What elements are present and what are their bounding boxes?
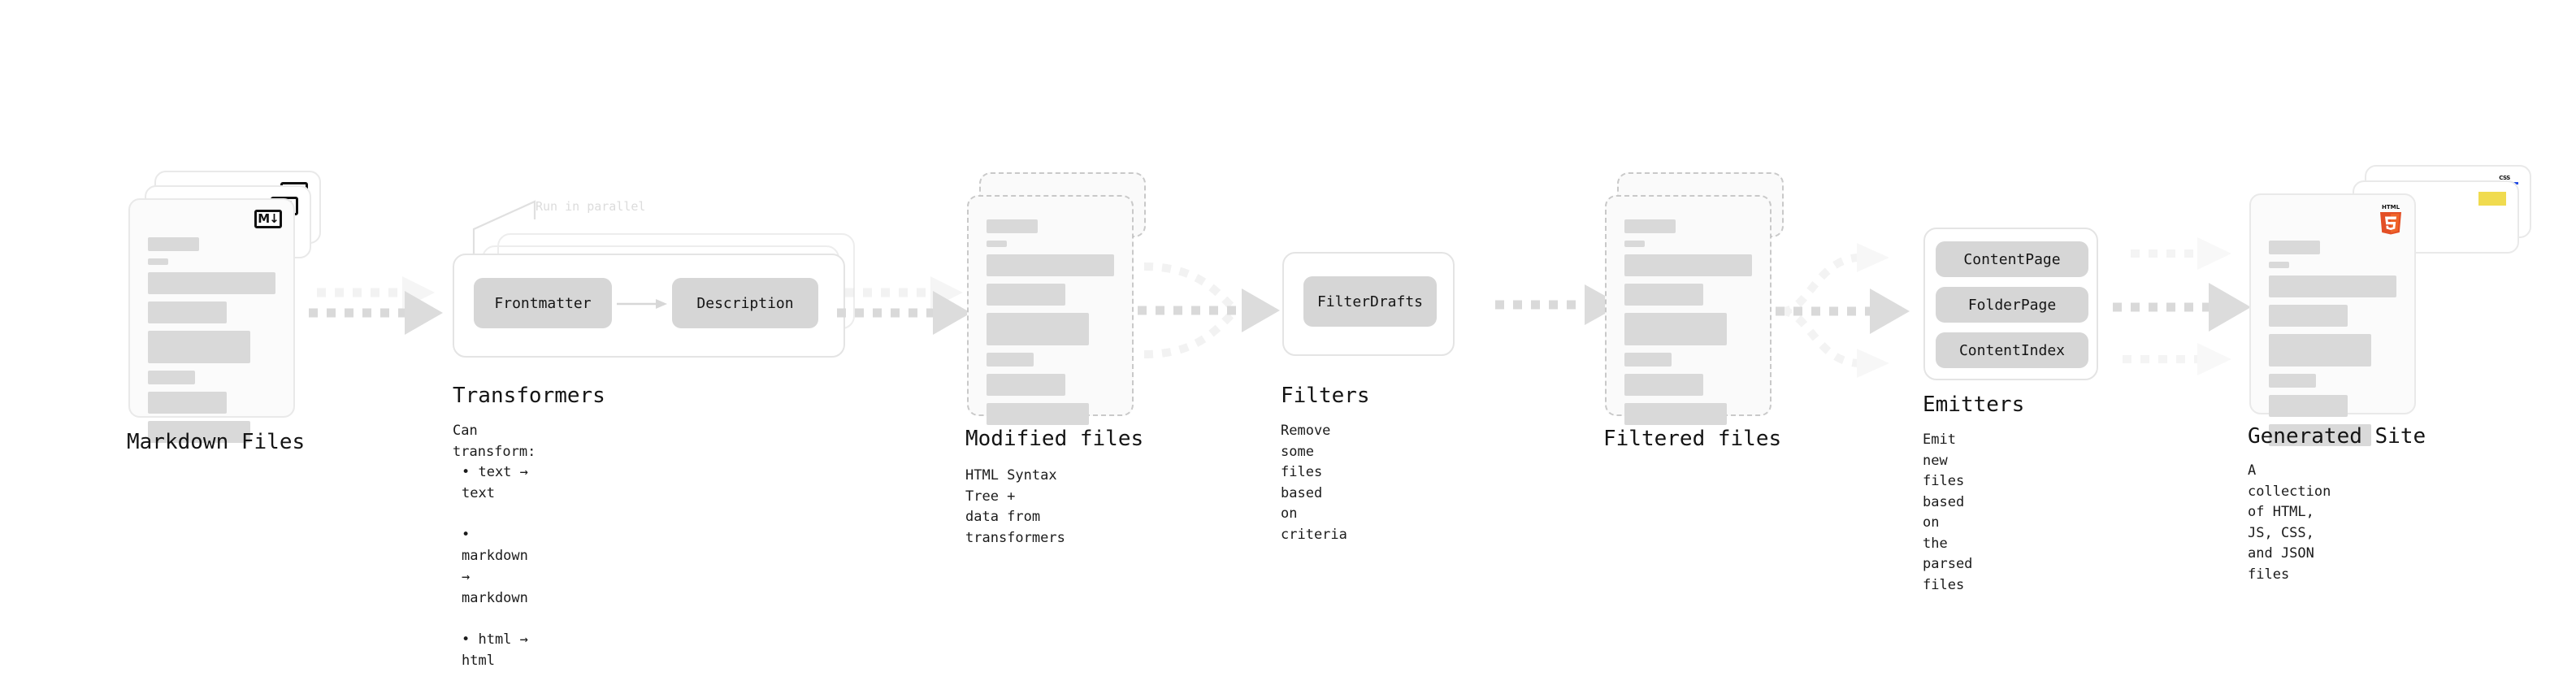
skeleton-bar [987,219,1038,233]
site-card-front: HTML [2249,193,2416,446]
skeleton-bar [987,353,1034,367]
list-item: • markdown → markdown [462,527,528,606]
skeleton-bar [148,331,250,363]
skeleton-bar [2269,305,2348,327]
skeleton-bar [2269,241,2320,254]
arrow-filtered-to-emitters [1776,243,1910,378]
emitter-box-folderpage[interactable]: FolderPage [1936,287,2088,323]
modified-card-front [967,195,1134,425]
skeleton-bar [1624,241,1645,247]
list-item: • html → html [462,631,528,670]
skeleton-bar [2269,334,2371,367]
skeleton-bar [2269,275,2396,297]
html5-icon: HTML [2377,202,2405,235]
skeleton-bar [1624,284,1704,306]
section-subtitle: Remove some files based on criteria [1281,423,1347,543]
skeleton-bar [2269,374,2317,388]
card-skeleton [2269,241,2396,453]
arrow-filters-to-filtered [1495,284,1621,325]
skeleton-bar [148,392,228,414]
emitter-box-contentpage[interactable]: ContentPage [1936,241,2088,277]
transformer-box-frontmatter[interactable]: Frontmatter [474,278,612,328]
page-title: Generated Site [2248,424,2426,449]
skeleton-bar [987,403,1089,425]
skeleton-bar [2269,424,2371,446]
filter-box-filterdrafts[interactable]: FilterDrafts [1303,276,1437,327]
skeleton-bar [148,301,228,323]
skeleton-bar [987,241,1007,247]
skeleton-bar [987,313,1089,345]
transformer-inner-arrow [617,299,667,309]
skeleton-bar [1624,219,1676,233]
section-subtitle: Can transform: [453,423,536,460]
svg-text:HTML: HTML [2382,204,2400,210]
skeleton-bar [1624,403,1727,425]
markdown-card-front: M↓ [128,198,295,443]
page-title: Emitters [1923,393,2025,417]
filters-container: FilterDrafts [1282,252,1455,356]
skeleton-bar [148,272,275,294]
page-title: Transformers [453,384,605,408]
skeleton-bar [987,254,1114,276]
card-skeleton [987,219,1114,432]
section-subtitle: HTML Syntax Tree + data from transformer… [965,467,1065,546]
skeleton-bar [1624,374,1704,396]
skeleton-bar [148,237,199,251]
markdown-icon: M↓ [254,210,282,228]
skeleton-bar [987,374,1066,396]
arrow-md-to-transformers [309,276,443,335]
skeleton-bar [2269,262,2289,268]
transform-bullet-list: • text → text • markdown → markdown • ht… [462,441,528,681]
run-in-parallel-label: Run in parallel [536,199,646,214]
card-skeleton [148,237,275,450]
emitter-box-contentindex[interactable]: ContentIndex [1936,332,2088,368]
page-title: Filters [1281,384,1370,408]
page-title: Markdown Files [127,430,306,454]
arrow-modified-to-filters [1138,262,1280,358]
transformer-layer-front: Frontmatter Description [453,254,845,358]
skeleton-bar [148,371,196,384]
section-subtitle: Emit new files based on the parsed files [1923,432,1973,593]
skeleton-bar [148,258,168,265]
filtered-card-front [1605,195,1772,425]
arrow-emitters-to-site [2113,237,2251,375]
skeleton-bar [148,421,250,443]
card-skeleton [1624,219,1752,432]
skeleton-bar [2269,395,2348,417]
skeleton-bar [1624,254,1752,276]
transformer-box-description[interactable]: Description [672,278,818,328]
section-subtitle: A collection of HTML, JS, CSS, and JSON … [2248,462,2331,583]
skeleton-bar [1624,313,1727,345]
skeleton-bar [987,284,1066,306]
list-item: • text → text [462,463,528,501]
page-title: Modified files [965,427,1144,451]
js-icon [2478,192,2506,206]
arrow-transformers-to-modified [837,276,971,335]
page-title: Filtered files [1603,427,1782,451]
run-in-parallel-bracket [472,200,536,260]
skeleton-bar [1624,353,1672,367]
emitters-container: ContentPage FolderPage ContentIndex [1923,228,2098,380]
